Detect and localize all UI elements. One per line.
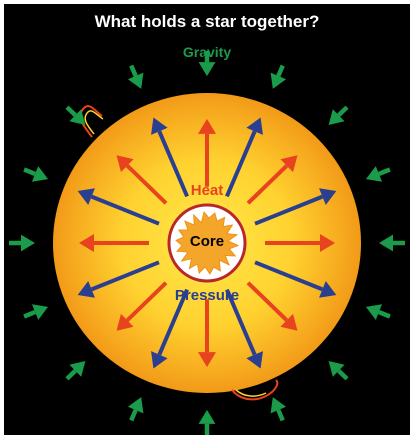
star-illustration	[4, 4, 410, 435]
gravity-arrow-8	[199, 410, 216, 435]
diagram-title: What holds a star together?	[4, 12, 410, 32]
gravity-arrow-7	[271, 397, 286, 420]
gravity-arrow-4	[379, 235, 405, 252]
heat-label: Heat	[174, 182, 240, 199]
gravity-arrow-5	[366, 304, 390, 320]
prominence-bottom-inner	[236, 390, 266, 396]
gravity-arrow-13	[24, 166, 48, 182]
gravity-arrow-9	[128, 397, 143, 420]
core-label: Core	[174, 233, 240, 250]
gravity-arrow-2	[329, 107, 347, 125]
gravity-arrow-12	[9, 235, 35, 252]
gravity-arrow-15	[128, 66, 143, 89]
gravity-label: Gravity	[154, 44, 260, 60]
gravity-arrow-11	[24, 304, 48, 320]
gravity-arrow-10	[67, 361, 85, 379]
pressure-label: Pressure	[154, 287, 260, 304]
gravity-arrow-3	[366, 166, 390, 182]
gravity-arrow-6	[329, 361, 347, 379]
star-diagram: What holds a star together? Gravity Heat…	[4, 4, 410, 435]
gravity-arrow-1	[271, 66, 286, 89]
